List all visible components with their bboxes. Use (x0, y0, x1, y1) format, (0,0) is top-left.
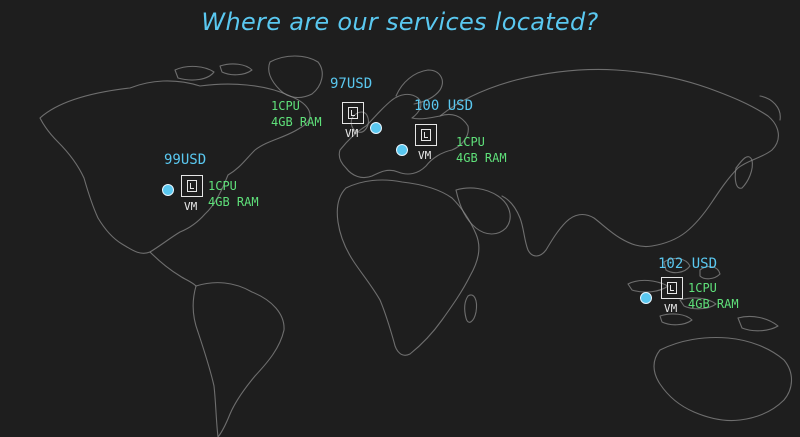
price-label-southeast-asia: 102 USD (658, 256, 718, 272)
spec-southeast-asia: 1CPU 4GB RAM (688, 280, 739, 312)
location-marker-western-europe[interactable] (370, 122, 382, 134)
price-label-central-europe: 100 USD (414, 98, 474, 114)
cpu-spec: 1CPU (688, 281, 717, 295)
ram-spec: 4GB RAM (688, 297, 739, 311)
spec-western-europe: 1CPU 4GB RAM (271, 98, 322, 130)
cpu-spec: 1CPU (271, 99, 300, 113)
vm-label: VM (184, 200, 198, 213)
ram-spec: 4GB RAM (271, 115, 322, 129)
spec-central-europe: 1CPU 4GB RAM (456, 134, 507, 166)
cpu-spec: 1CPU (456, 135, 485, 149)
price-label-north-america: 99USD (164, 152, 207, 168)
location-marker-north-america[interactable] (162, 184, 174, 196)
ram-spec: 4GB RAM (456, 151, 507, 165)
vm-label: VM (345, 127, 359, 140)
vm-label: VM (664, 302, 678, 315)
vm-icon (661, 277, 683, 299)
vm-icon (342, 102, 364, 124)
location-marker-central-europe[interactable] (396, 144, 408, 156)
location-marker-southeast-asia[interactable] (640, 292, 652, 304)
ram-spec: 4GB RAM (208, 195, 259, 209)
page-title: Where are our services located? (201, 8, 599, 36)
price-label-western-europe: 97USD (330, 76, 373, 92)
cpu-spec: 1CPU (208, 179, 237, 193)
spec-north-america: 1CPU 4GB RAM (208, 178, 259, 210)
vm-icon (181, 175, 203, 197)
vm-icon (415, 124, 437, 146)
vm-label: VM (418, 149, 432, 162)
